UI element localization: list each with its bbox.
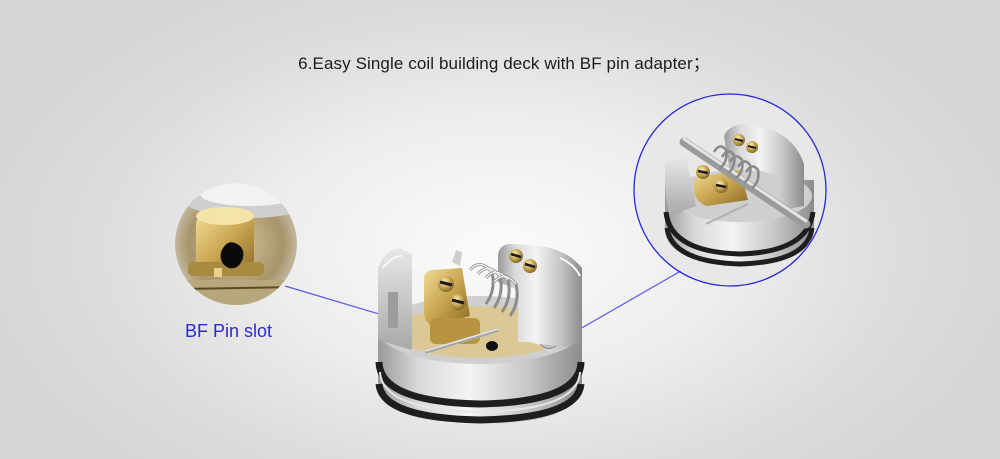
- bf-pin-slot-label: BF Pin slot: [185, 321, 273, 341]
- main-deck-illustration: [375, 244, 585, 424]
- deck-closeup-inset: [635, 95, 825, 285]
- closeup-highlight-circle: [633, 93, 827, 287]
- bf-pin-slot-inset: [175, 183, 297, 305]
- page-caption: 6.Easy Single coil building deck with BF…: [298, 54, 710, 73]
